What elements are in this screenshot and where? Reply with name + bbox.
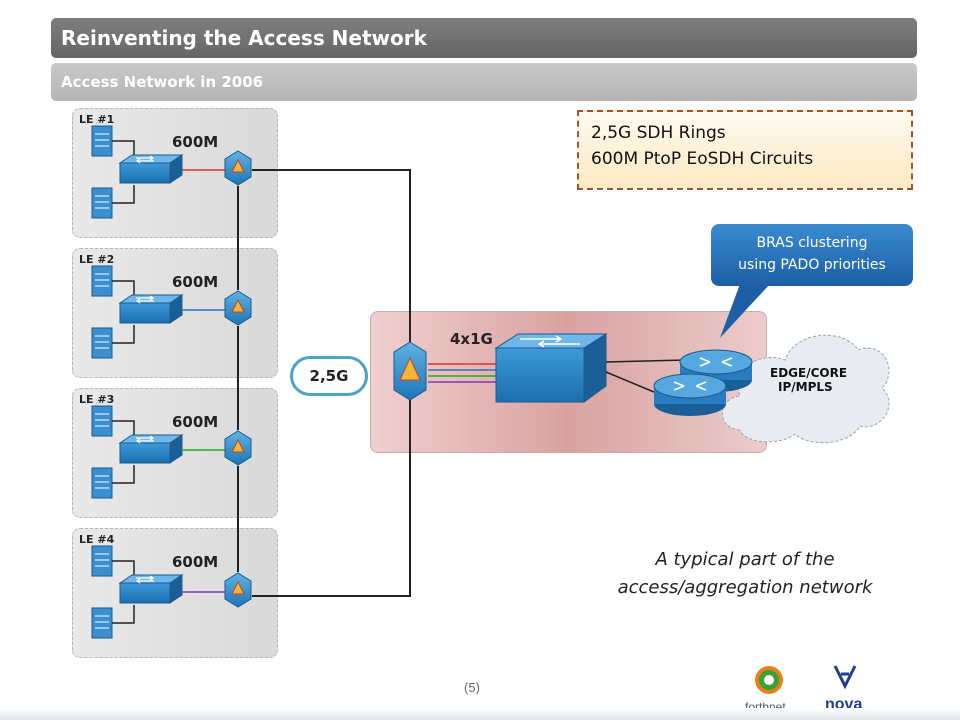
- sdh-mux-icon: [224, 290, 252, 326]
- sdh-callout: 2,5G SDH Rings 600M PtoP EoSDH Circuits: [577, 110, 913, 190]
- cloud-label: EDGE/CORE IP/MPLS: [770, 366, 847, 394]
- caption-line1: A typical part of the: [655, 549, 835, 570]
- uplink-label: 4x1G: [450, 330, 493, 348]
- server-icon: [91, 545, 113, 577]
- server-icon: [91, 607, 113, 639]
- nova-logo: nova: [823, 660, 873, 715]
- cloud-label-line2: IP/MPLS: [778, 380, 833, 394]
- link-label-le2: 600M: [172, 273, 219, 291]
- bras-callout-line1: BRAS clustering: [756, 235, 868, 251]
- bras-router-icon: [653, 373, 727, 416]
- forthnet-logo: forthnet: [745, 660, 815, 715]
- switch-icon: [119, 294, 183, 324]
- sdh-mux-icon: [224, 572, 252, 608]
- slide-title: Reinventing the Access Network: [51, 18, 917, 58]
- server-icon: [91, 327, 113, 359]
- server-icon: [91, 187, 113, 219]
- sdh-mux-icon: [224, 150, 252, 186]
- sdh-mux-icon: [224, 430, 252, 466]
- callout-pointer: [720, 284, 770, 338]
- switch-icon: [119, 574, 183, 604]
- aggregation-equipment: [393, 333, 687, 403]
- server-icon: [91, 265, 113, 297]
- caption-line2: access/aggregation network: [617, 577, 873, 598]
- le-label-4: LE #4: [79, 533, 115, 546]
- sdh-callout-line1: 2,5G SDH Rings: [591, 123, 726, 143]
- page-number: (5): [464, 680, 480, 695]
- le-4-equipment: [91, 545, 252, 639]
- switch-icon: [119, 434, 183, 464]
- sdh-callout-line2: 600M PtoP EoSDH Circuits: [591, 149, 814, 169]
- bras-callout: BRAS clustering using PADO priorities: [711, 224, 913, 286]
- server-icon: [91, 467, 113, 499]
- server-icon: [91, 125, 113, 157]
- le-label-1: LE #1: [79, 113, 115, 126]
- le-label-3: LE #3: [79, 393, 115, 406]
- le-3-equipment: [91, 405, 252, 499]
- ring-capacity-label: 2,5G: [290, 356, 368, 396]
- slide-subtitle: Access Network in 2006: [51, 63, 917, 101]
- le-2-equipment: [91, 265, 252, 359]
- cloud-label-line1: EDGE/CORE: [770, 366, 848, 380]
- server-icon: [91, 405, 113, 437]
- bras-callout-line2: using PADO priorities: [738, 257, 886, 273]
- le-label-2: LE #2: [79, 253, 115, 266]
- le-1-equipment: [91, 125, 252, 219]
- diagram-caption: A typical part of the access/aggregation…: [590, 546, 900, 602]
- switch-icon: [119, 154, 183, 184]
- link-label-le4: 600M: [172, 553, 219, 571]
- link-label-le3: 600M: [172, 413, 219, 431]
- link-label-le1: 600M: [172, 133, 219, 151]
- footer-band: [0, 708, 960, 720]
